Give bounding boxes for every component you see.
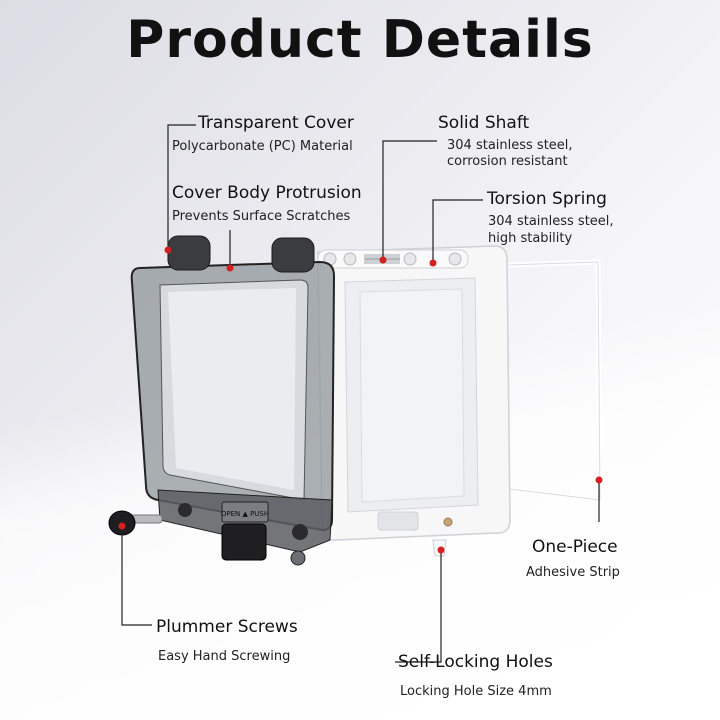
self-locking-heading: Self-Locking Holes xyxy=(398,652,553,672)
torsion-spring-detail-line2: high stability xyxy=(488,231,573,246)
hinge-shaft xyxy=(317,249,469,269)
dot-cover-protrusion xyxy=(226,264,234,272)
cover-protrusion-detail: Prevents Surface Scratches xyxy=(172,209,351,224)
leader-lines xyxy=(121,124,600,663)
callout-dots xyxy=(118,246,603,554)
torsion-spring-detail-line1: 304 stainless steel, xyxy=(488,214,614,229)
leader-solid-shaft xyxy=(382,140,437,258)
page-title: Product Details xyxy=(126,10,594,70)
plummer-screws-detail: Easy Hand Screwing xyxy=(158,649,291,664)
dot-torsion-spring xyxy=(429,259,437,267)
leader-torsion-spring xyxy=(432,199,483,263)
latch-label: OPEN ▲ PUSH xyxy=(221,510,269,518)
transparent-cover-heading: Transparent Cover xyxy=(198,113,354,133)
dot-solid-shaft xyxy=(379,256,387,264)
dot-transparent-cover xyxy=(164,246,172,254)
one-piece-detail: Adhesive Strip xyxy=(526,565,620,580)
leader-self-locking xyxy=(395,550,442,663)
leader-plummer-screws xyxy=(121,530,152,626)
dot-self-locking xyxy=(437,546,445,554)
plummer-screw xyxy=(108,510,163,536)
base-frame xyxy=(317,245,511,557)
dot-plummer-screws xyxy=(118,522,126,530)
dot-one-piece xyxy=(595,476,603,484)
transparent-cover-detail: Polycarbonate (PC) Material xyxy=(172,139,353,154)
solid-shaft-heading: Solid Shaft xyxy=(438,113,530,133)
solid-shaft-detail-line1: 304 stainless steel, xyxy=(447,138,573,153)
torsion-spring-heading: Torsion Spring xyxy=(487,189,607,209)
leader-transparent-cover xyxy=(167,124,196,248)
one-piece-heading: One-Piece xyxy=(532,537,618,557)
plummer-screws-heading: Plummer Screws xyxy=(156,617,298,637)
transparent-cover: OPEN ▲ PUSH xyxy=(130,235,336,566)
self-locking-detail: Locking Hole Size 4mm xyxy=(400,684,552,699)
solid-shaft-detail-line2: corrosion resistant xyxy=(447,154,568,169)
cover-protrusion-heading: Cover Body Protrusion xyxy=(172,183,362,203)
